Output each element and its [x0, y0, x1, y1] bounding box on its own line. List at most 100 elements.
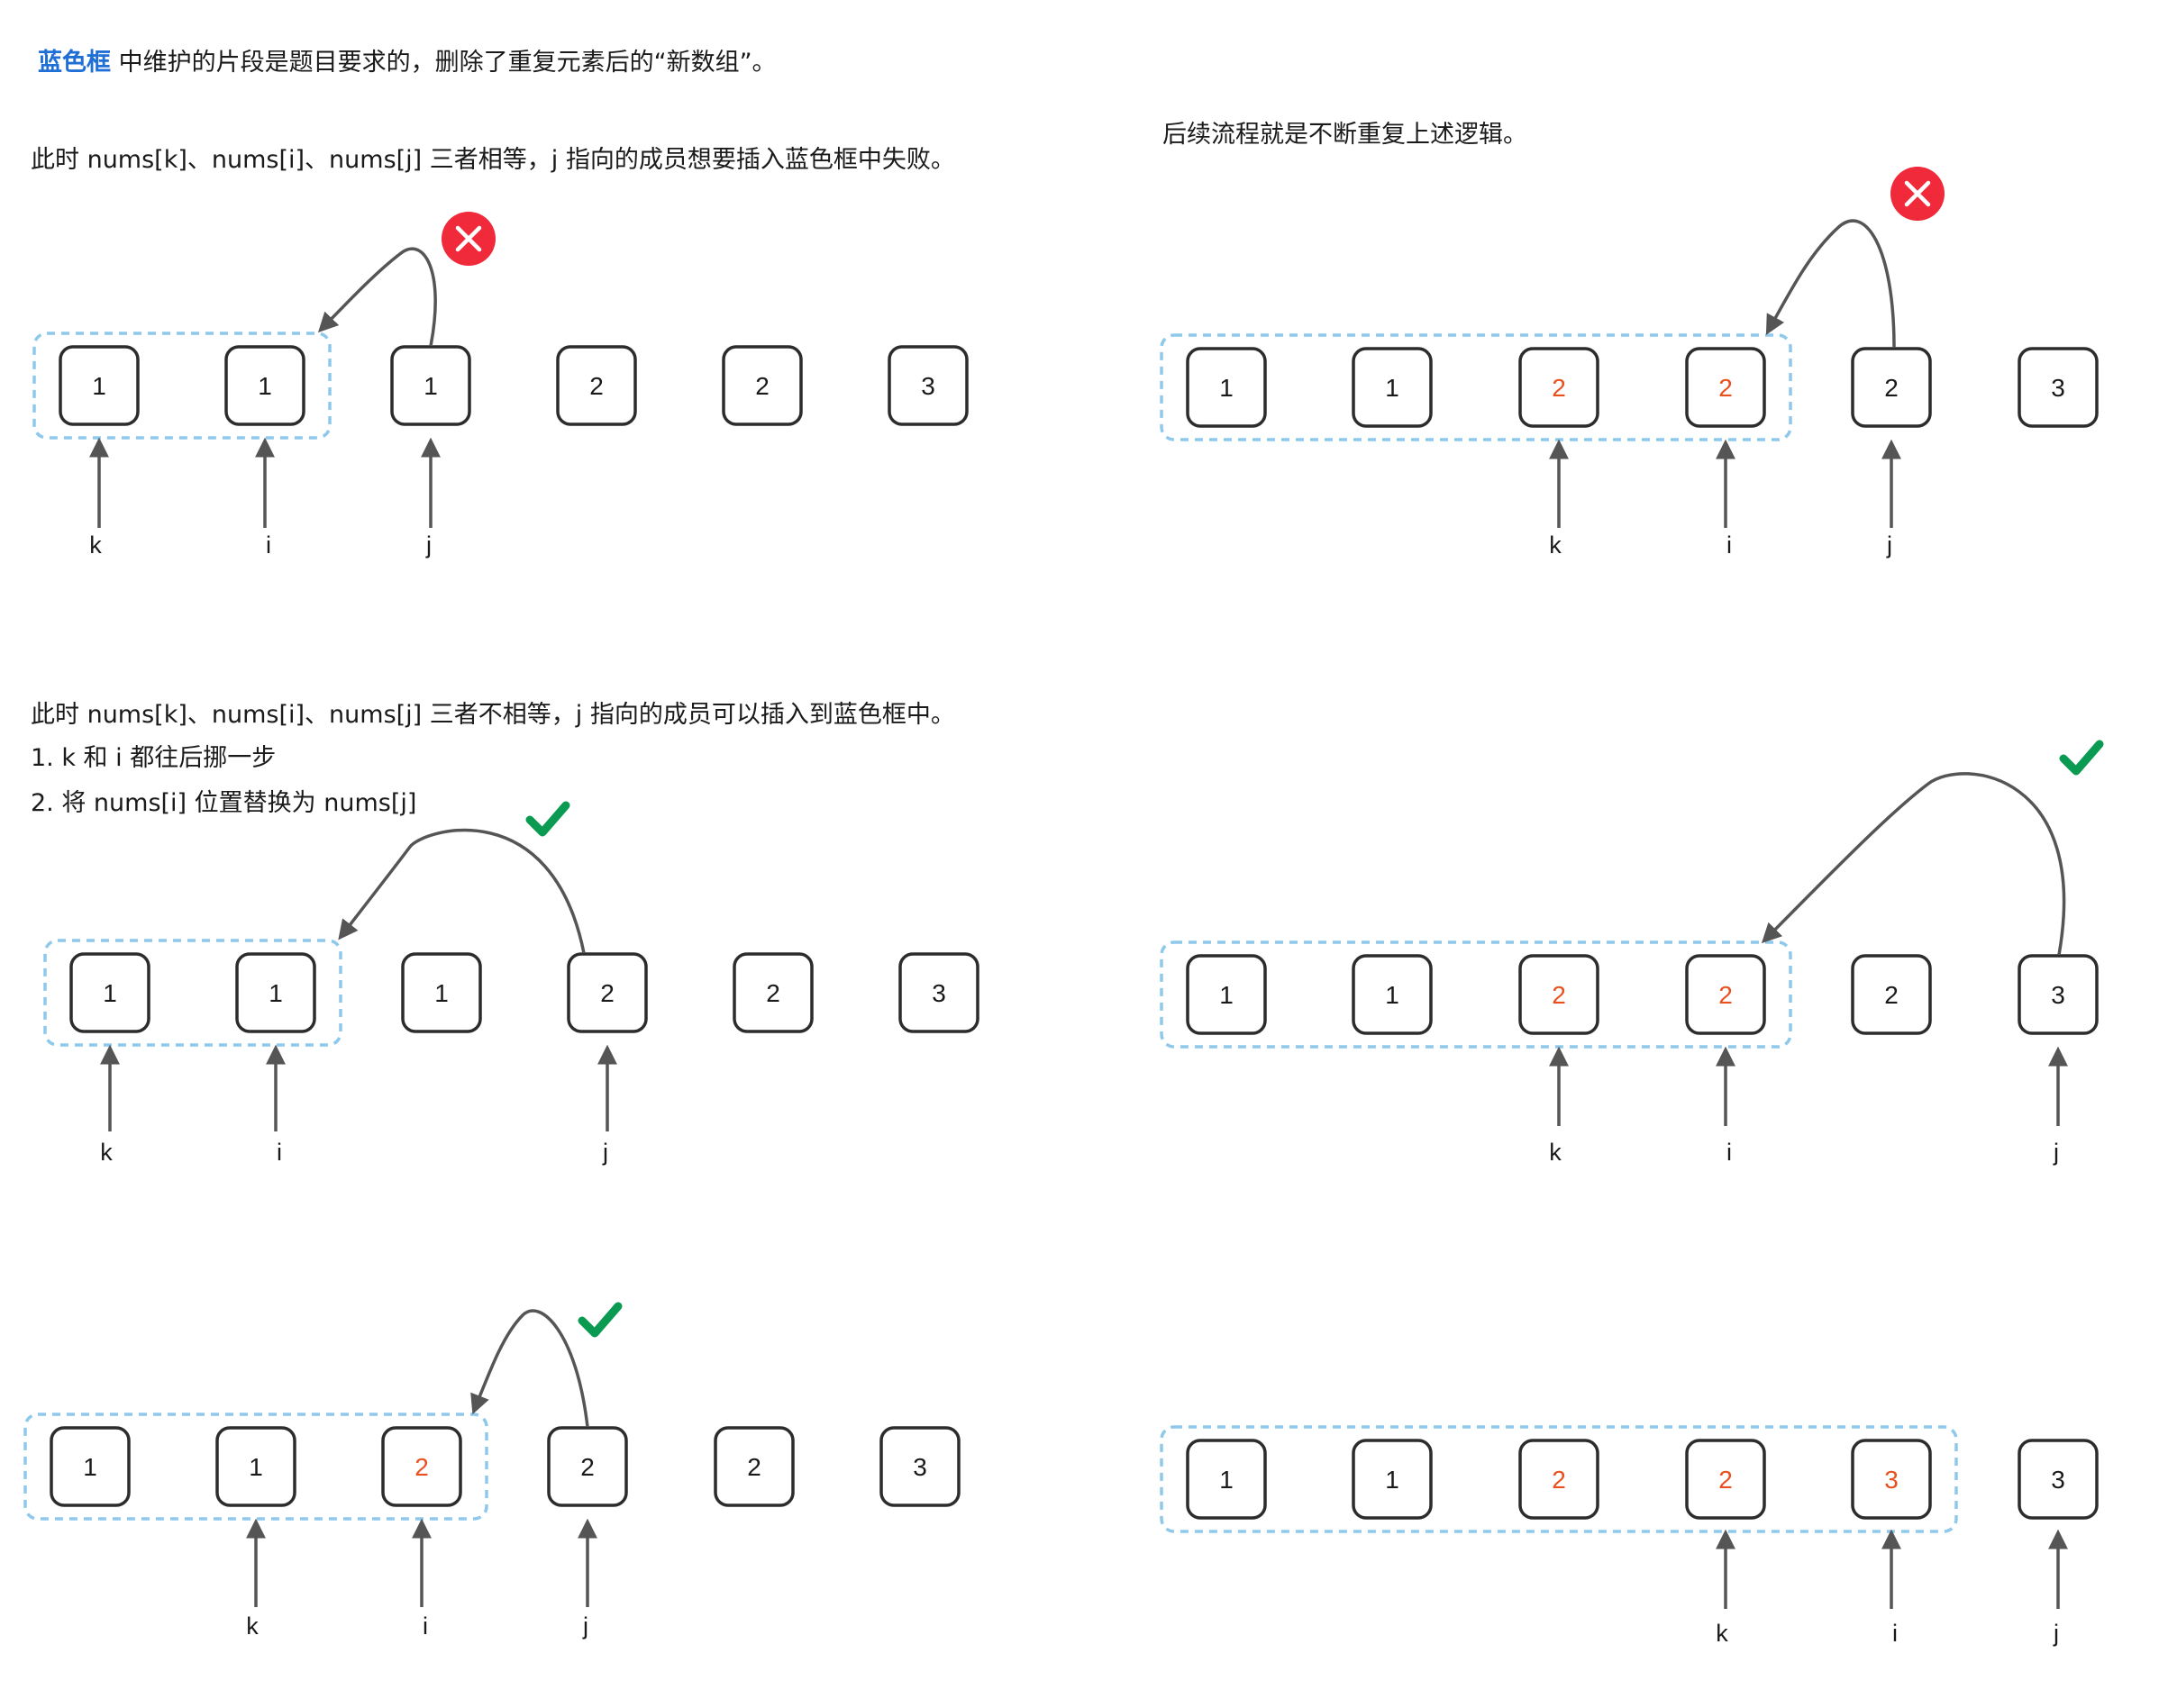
array-cell	[1851, 347, 1932, 428]
success-check-icon	[578, 1302, 623, 1338]
pointer-label-k: k	[246, 1613, 259, 1640]
cell-value: 3	[2051, 981, 2065, 1009]
move-arrow	[1765, 219, 1896, 349]
cell-value: 3	[921, 372, 935, 400]
cell-value: 2	[1552, 981, 1566, 1009]
array-cell	[381, 1426, 462, 1507]
array-cell	[1352, 1439, 1433, 1520]
cell-value: 3	[913, 1453, 927, 1481]
pointer-label-k: k	[1549, 1139, 1562, 1166]
array-cell	[401, 952, 482, 1033]
array-cell	[1685, 347, 1766, 428]
caption-step-2: 2. 将 nums[i] 位置替换为 nums[j]	[31, 789, 417, 817]
array-cell	[1518, 1439, 1599, 1520]
cell-value: 2	[580, 1453, 595, 1481]
cell-value: 2	[1884, 981, 1899, 1009]
caption-equal-case: 此时 nums[k]、nums[i]、nums[j] 三者相等，j 指向的成员想…	[31, 146, 955, 174]
cell-value: 1	[434, 979, 449, 1007]
cell-value: 1	[1219, 374, 1234, 402]
window-box	[1160, 1425, 1958, 1533]
blue-box-term: 蓝色框	[38, 49, 111, 77]
cell-value: 2	[1552, 1466, 1566, 1494]
pointer-label-j: j	[2053, 1620, 2059, 1647]
panel-p1: 1 1 1 2 2 3 k i j	[32, 212, 969, 559]
array-cell	[2018, 347, 2099, 428]
fail-x-icon	[442, 212, 496, 266]
array-cell	[1685, 954, 1766, 1035]
array-cell	[1352, 347, 1433, 428]
cell-value: 1	[258, 372, 272, 400]
move-arrow	[338, 828, 586, 954]
pointer-label-k: k	[1549, 531, 1562, 559]
pointer-label-i: i	[277, 1139, 282, 1166]
cell-value: 2	[1552, 374, 1566, 402]
cell-value: 1	[1219, 1466, 1234, 1494]
cell-value: 2	[589, 372, 604, 400]
caption-repeat: 后续流程就是不断重复上述逻辑。	[1162, 121, 1527, 149]
success-check-icon	[525, 801, 570, 837]
fail-x-icon	[1890, 167, 1945, 221]
array-cell	[1685, 1439, 1766, 1520]
window-box	[32, 332, 332, 440]
cell-value: 2	[755, 372, 770, 400]
caption-step-1: 1. k 和 i 都往后挪一步	[31, 744, 277, 772]
pointer-label-k: k	[89, 531, 102, 559]
pointer-label-j: j	[2053, 1139, 2059, 1166]
pointer-label-j: j	[582, 1613, 588, 1640]
array-cell	[69, 952, 150, 1033]
intro-rest: 中维护的片段是题目要求的，删除了重复元素后的“新数组”。	[111, 49, 777, 77]
pointer-label-i: i	[1892, 1620, 1898, 1647]
move-arrow	[470, 1309, 589, 1428]
array-cell	[50, 1426, 131, 1507]
move-arrow	[317, 247, 437, 347]
cell-value: 2	[1718, 374, 1733, 402]
array-cell	[235, 952, 316, 1033]
pointer-label-j: j	[1886, 531, 1892, 559]
pointer-label-i: i	[266, 531, 271, 559]
cell-value: 1	[1385, 981, 1399, 1009]
panel-p3: 1 1 1 2 2 3 k i j	[43, 801, 979, 1166]
cell-value: 1	[249, 1453, 263, 1481]
window-box	[1160, 333, 1792, 441]
pointer-label-j: j	[425, 531, 432, 559]
array-cell	[1518, 347, 1599, 428]
array-cell	[1186, 1439, 1267, 1520]
cell-value: 1	[103, 979, 117, 1007]
cell-value: 2	[600, 979, 615, 1007]
cell-value: 1	[424, 372, 438, 400]
cell-value: 1	[92, 372, 106, 400]
array-cell	[2018, 1439, 2099, 1520]
cell-value: 2	[1718, 1466, 1733, 1494]
cell-value: 1	[1385, 1466, 1399, 1494]
array-cell	[2018, 954, 2099, 1035]
array-cell	[59, 345, 140, 426]
array-cell	[733, 952, 814, 1033]
window-box	[43, 939, 342, 1047]
array-cell	[567, 952, 648, 1033]
cell-value: 1	[269, 979, 283, 1007]
array-cell	[1851, 954, 1932, 1035]
array-cell	[1186, 954, 1267, 1035]
array-cell	[390, 345, 471, 426]
array-cell	[898, 952, 979, 1033]
array-cell	[722, 345, 803, 426]
cell-value: 3	[932, 979, 946, 1007]
cell-value: 3	[2051, 1466, 2065, 1494]
success-check-icon	[2059, 740, 2104, 776]
pointer-label-i: i	[1726, 531, 1732, 559]
cell-value: 2	[1884, 374, 1899, 402]
pointer-label-k: k	[100, 1139, 113, 1166]
cell-value: 3	[1884, 1466, 1899, 1494]
cell-value: 2	[766, 979, 780, 1007]
cell-value: 2	[747, 1453, 761, 1481]
array-cell	[1186, 347, 1267, 428]
caption-insert-case: 此时 nums[k]、nums[i]、nums[j] 三者不相等，j 指向的成员…	[31, 701, 955, 729]
pointer-label-j: j	[602, 1139, 608, 1166]
array-cell	[556, 345, 637, 426]
intro-text: 蓝色框 中维护的片段是题目要求的，删除了重复元素后的“新数组”。	[38, 50, 777, 75]
cell-value: 2	[414, 1453, 429, 1481]
